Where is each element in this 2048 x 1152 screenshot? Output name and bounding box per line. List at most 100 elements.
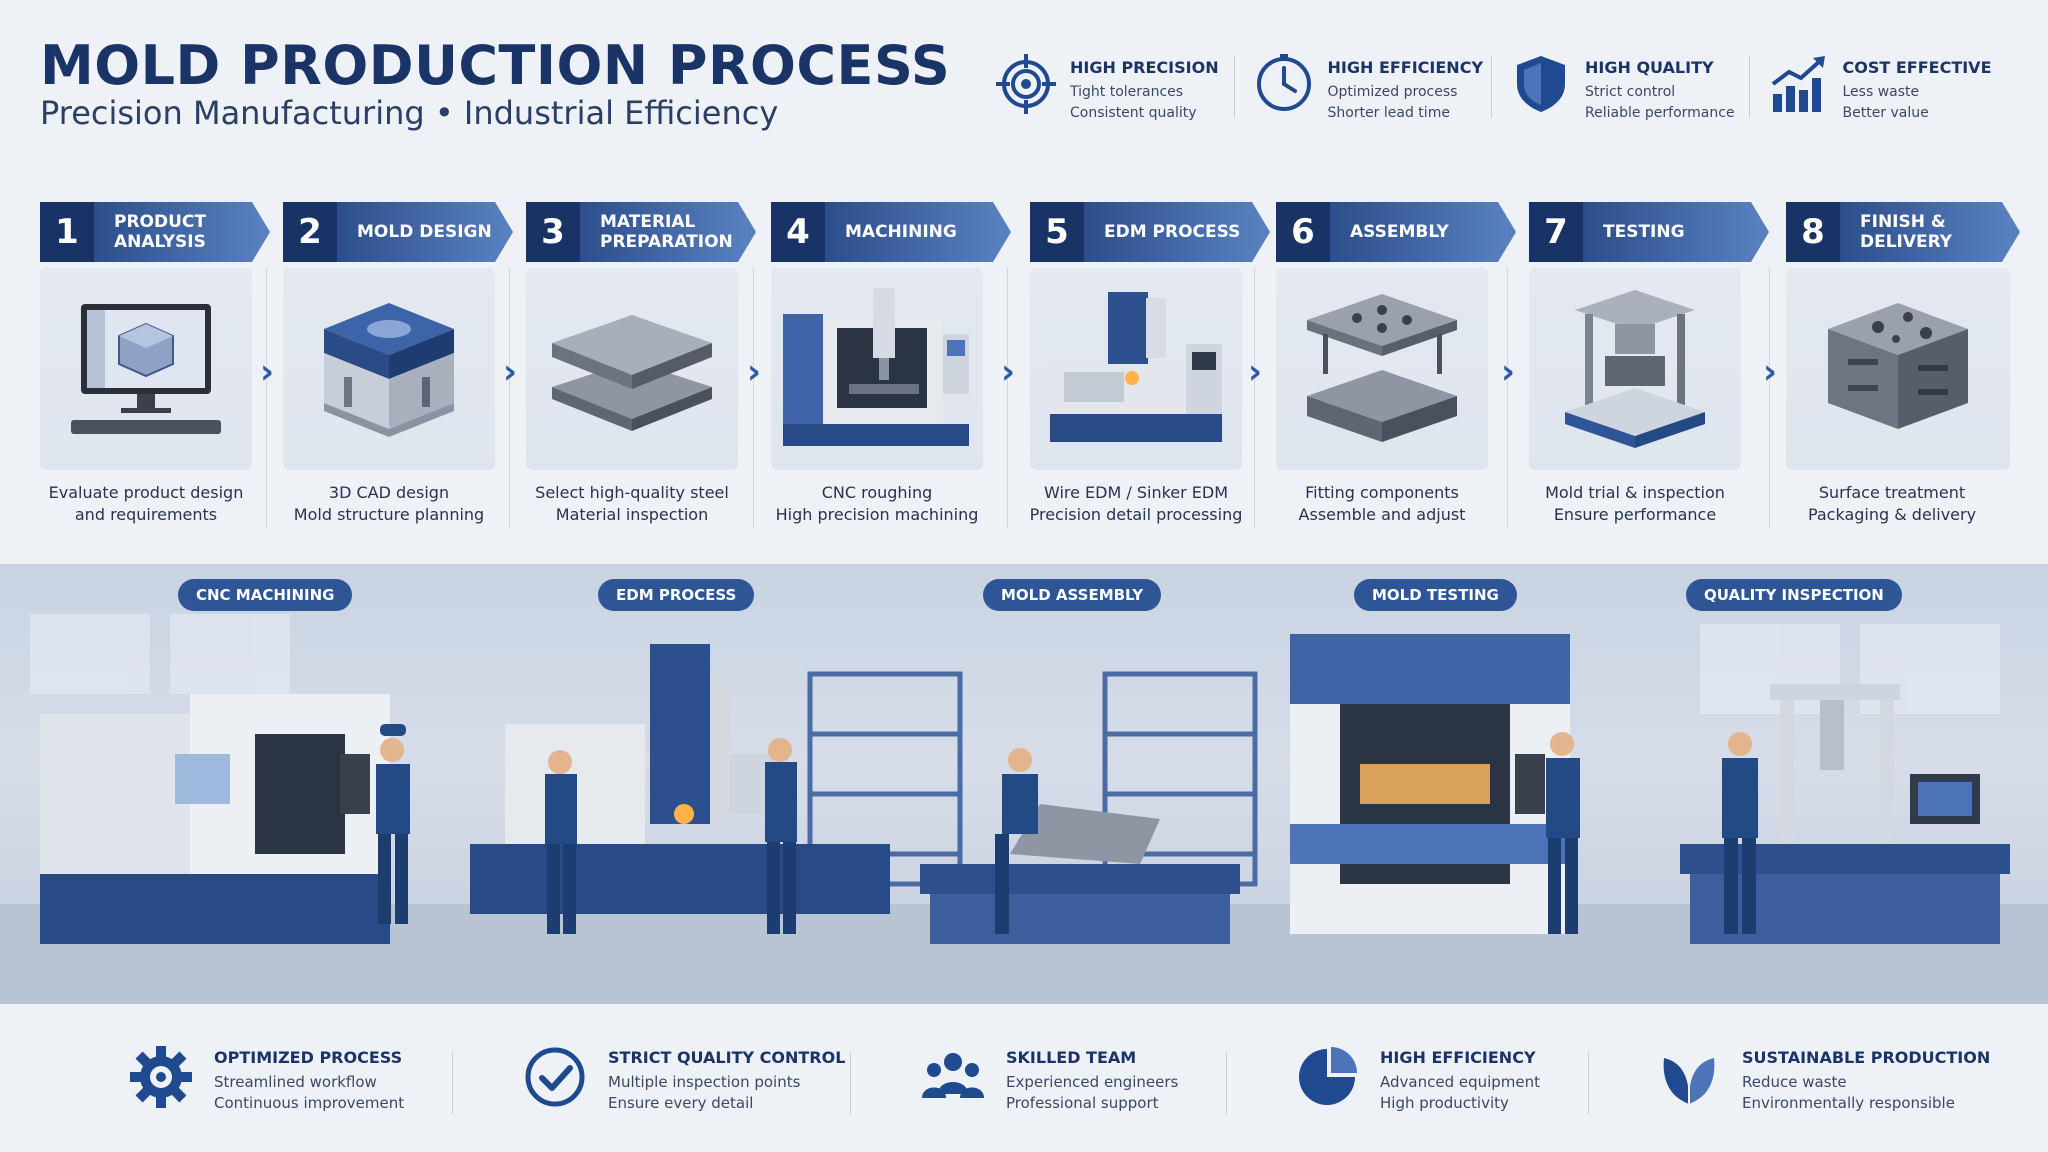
step-title: ASSEMBLY: [1350, 222, 1449, 242]
feature-high-efficiency: HIGH EFFICIENCY Optimized process Shorte…: [1233, 52, 1506, 132]
benefit-line: Ensure every detail: [608, 1094, 754, 1112]
chevron-right-icon: ›: [746, 352, 761, 392]
feature-line: Shorter lead time: [1327, 105, 1450, 121]
step-description: Surface treatment Packaging & delivery: [1776, 482, 2008, 526]
step-title: FINISH & DELIVERY: [1860, 212, 1953, 252]
step-header: 3 MATERIAL PREPARATION: [526, 202, 756, 262]
benefit-sustainable-production: SUSTAINABLE PRODUCTION Reduce waste Envi…: [1656, 1044, 1990, 1124]
step-header: 2 MOLD DESIGN: [283, 202, 513, 262]
step-divider: [1769, 268, 1770, 528]
benefit-line: Environmentally responsible: [1742, 1094, 1955, 1112]
feature-line: Tight tolerances: [1070, 84, 1184, 100]
step-desc-line: Assemble and adjust: [1298, 505, 1466, 524]
step-header: 7 TESTING: [1529, 202, 1769, 262]
feature-heading: HIGH QUALITY: [1585, 58, 1714, 77]
feature-heading: HIGH PRECISION: [1070, 58, 1219, 77]
step-finish-delivery: 8 FINISH & DELIVERY Surface treatment Pa…: [1786, 202, 2020, 532]
benefit-heading: HIGH EFFICIENCY: [1380, 1048, 1536, 1067]
step-desc-line: Select high-quality steel: [535, 483, 729, 502]
benefit-heading: SUSTAINABLE PRODUCTION: [1742, 1048, 1991, 1067]
mold-press-icon: [1565, 290, 1705, 448]
step-desc-line: Packaging & delivery: [1807, 505, 1977, 524]
benefit-divider: [1226, 1052, 1227, 1114]
step-machining: 4 MACHINING CNC roughing High precision …: [771, 202, 1011, 532]
feature-line: Less waste: [1842, 84, 1920, 100]
benefit-strict-quality-control: STRICT QUALITY CONTROL Multiple inspecti…: [522, 1044, 845, 1124]
label-mold-assembly: MOLD ASSEMBLY: [983, 579, 1162, 611]
chevron-right-icon: ›: [1000, 352, 1015, 392]
step-desc-line: Surface treatment: [1818, 483, 1966, 502]
benefit-heading: STRICT QUALITY CONTROL: [608, 1048, 846, 1067]
step-illustration: [526, 268, 738, 470]
target-icon: [996, 54, 1056, 114]
step-desc-line: and requirements: [74, 505, 218, 524]
feature-line: Consistent quality: [1070, 105, 1197, 121]
feature-line: Better value: [1842, 105, 1929, 121]
feature-high-quality: HIGH QUALITY Strict control Reliable per…: [1491, 52, 1763, 132]
step-number: 4: [786, 212, 810, 252]
label-mold-testing: MOLD TESTING: [1354, 579, 1517, 611]
step-edm-process: 5 EDM PROCESS Wire EDM / Sinker EDM Prec…: [1030, 202, 1270, 532]
step-description: Mold trial & inspection Ensure performan…: [1519, 482, 1751, 526]
feature-heading: HIGH EFFICIENCY: [1327, 58, 1484, 77]
step-mold-design: 2 MOLD DESIGN 3D CAD design Mold structu…: [283, 202, 513, 532]
step-material-preparation: 3 MATERIAL PREPARATION Select high-quali…: [526, 202, 756, 532]
step-number: 5: [1045, 212, 1069, 252]
benefit-heading: SKILLED TEAM: [1006, 1048, 1137, 1067]
step-desc-line: CNC roughing: [821, 483, 933, 502]
label-edm-process: EDM PROCESS: [598, 579, 755, 611]
mold-assembly-icon: [1307, 294, 1457, 442]
leaf-icon: [1663, 1058, 1715, 1106]
benefit-line: Reduce waste: [1742, 1073, 1847, 1091]
step-title: PRODUCT ANALYSIS: [114, 212, 206, 252]
step-number: 2: [298, 212, 322, 252]
benefit-skilled-team: SKILLED TEAM Experienced engineers Profe…: [920, 1044, 1178, 1124]
step-assembly: 6 ASSEMBLY Fitting components Assemble a…: [1276, 202, 1516, 532]
step-header: 4 MACHINING: [771, 202, 1011, 262]
step-title: EDM PROCESS: [1104, 222, 1241, 242]
benefit-optimized-process: OPTIMIZED PROCESS Streamlined workflow C…: [128, 1044, 404, 1124]
cnc-machine-icon: [783, 288, 969, 446]
check-circle-icon: [525, 1047, 585, 1107]
benefit-divider: [452, 1052, 453, 1114]
step-desc-line: Fitting components: [1305, 483, 1459, 502]
step-desc-line: Evaluate product design: [48, 483, 244, 502]
benefit-line: Multiple inspection points: [608, 1073, 801, 1091]
step-illustration: [771, 268, 983, 470]
step-description: CNC roughing High precision machining: [761, 482, 993, 526]
step-description: Evaluate product design and requirements: [30, 482, 262, 526]
page-subtitle: Precision Manufacturing • Industrial Eff…: [40, 94, 779, 132]
benefit-line: High productivity: [1380, 1094, 1509, 1112]
pie-chart-icon: [1299, 1047, 1357, 1105]
step-number: 6: [1291, 212, 1315, 252]
step-illustration: [40, 268, 252, 470]
benefit-line: Professional support: [1006, 1094, 1159, 1112]
benefit-high-efficiency: HIGH EFFICIENCY Advanced equipment High …: [1294, 1044, 1540, 1124]
step-illustration: [1529, 268, 1741, 470]
step-desc-line: 3D CAD design: [328, 483, 450, 502]
step-desc-line: High precision machining: [775, 505, 979, 524]
chevron-right-icon: ›: [259, 352, 274, 392]
header: MOLD PRODUCTION PROCESS Precision Manufa…: [0, 0, 2048, 180]
step-desc-line: Ensure performance: [1553, 505, 1717, 524]
step-desc-line: Material inspection: [555, 505, 709, 524]
step-header: 5 EDM PROCESS: [1030, 202, 1270, 262]
feature-line: Strict control: [1585, 84, 1676, 100]
label-cnc-machining: CNC MACHINING: [178, 579, 353, 611]
step-desc-line: Mold structure planning: [293, 505, 485, 524]
chevron-right-icon: ›: [1500, 352, 1515, 392]
step-desc-line: Wire EDM / Sinker EDM: [1043, 483, 1229, 502]
step-number: 3: [541, 212, 565, 252]
gear-icon: [130, 1046, 192, 1108]
benefit-line: Continuous improvement: [214, 1094, 405, 1112]
step-product-analysis: 1 PRODUCT ANALYSIS Evaluate product desi…: [40, 202, 270, 532]
chevron-right-icon: ›: [502, 352, 517, 392]
step-illustration: [1786, 268, 2010, 470]
chevron-right-icon: ›: [1762, 352, 1777, 392]
benefit-line: Experienced engineers: [1006, 1073, 1179, 1091]
step-title: MOLD DESIGN: [357, 222, 492, 242]
step-illustration: [1276, 268, 1488, 470]
feature-heading: COST EFFECTIVE: [1842, 58, 1992, 77]
feature-list: HIGH PRECISION Tight tolerances Consiste…: [990, 52, 2020, 132]
benefit-heading: OPTIMIZED PROCESS: [214, 1048, 403, 1067]
